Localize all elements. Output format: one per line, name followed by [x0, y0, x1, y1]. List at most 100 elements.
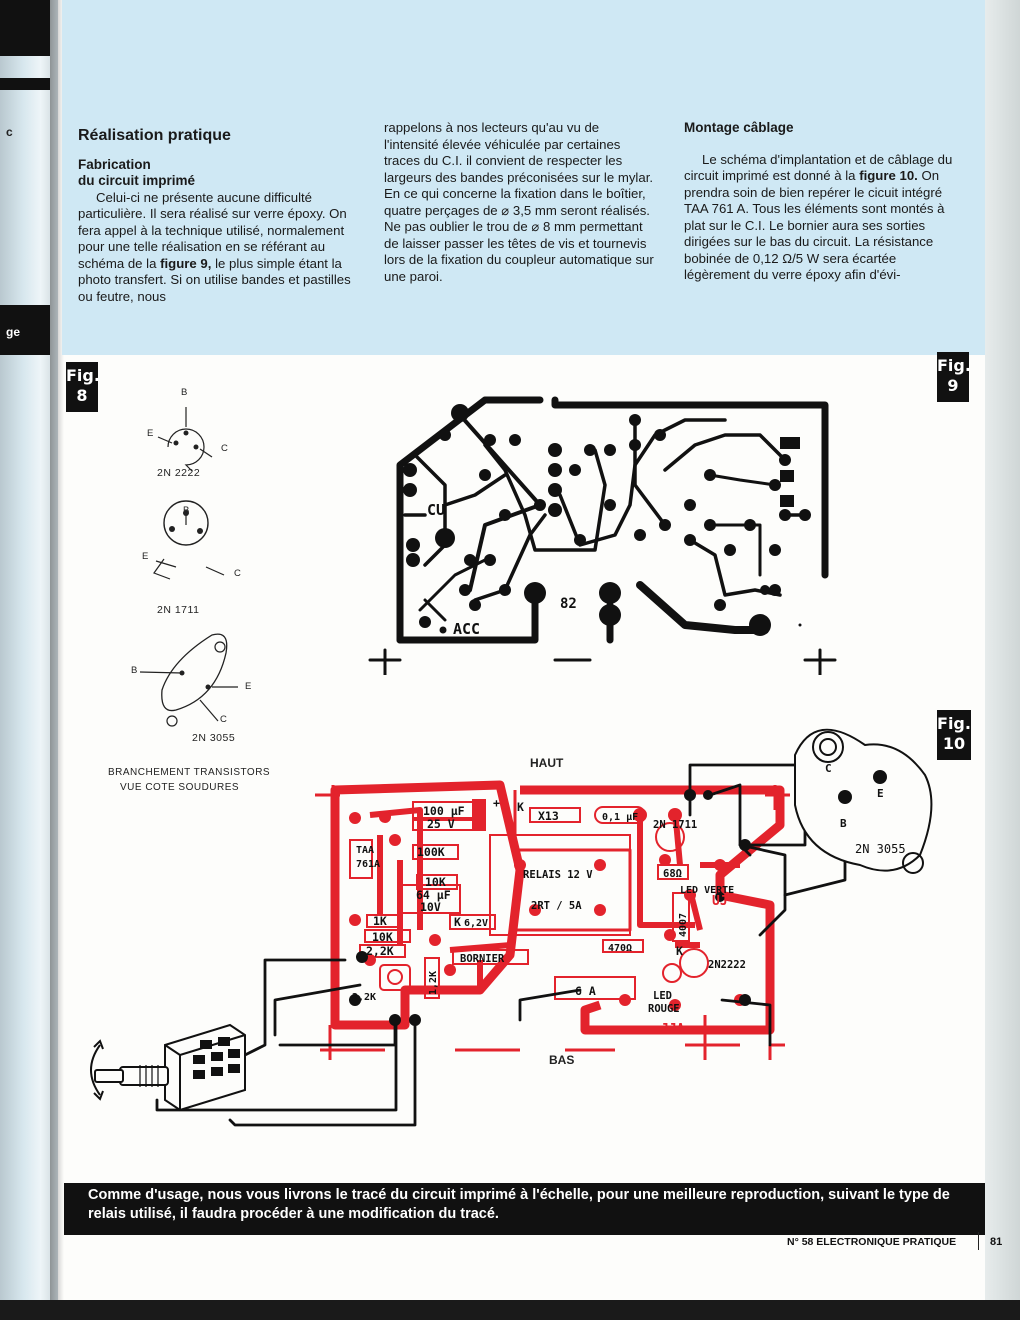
label-r68: 68Ω	[663, 868, 682, 880]
fig9-pcb-artwork: CU ACC 82	[368, 396, 837, 675]
to18-outline	[167, 428, 205, 472]
label-diode-4007: 4007	[678, 913, 689, 937]
body-paragraph: rappelons à nos lecteurs qu'au vu de l'i…	[384, 120, 654, 284]
label-r470: 470Ω	[608, 943, 632, 954]
pin-label: E	[142, 551, 149, 562]
label-relais: RELAIS 12 V	[523, 869, 593, 881]
pin-label: B	[183, 505, 190, 516]
pin-label: E	[147, 428, 154, 439]
label-acc: ACC	[453, 620, 480, 638]
prev-page-strip	[0, 0, 50, 56]
label-2n2222: 2N2222	[708, 959, 746, 971]
fig8-caption: VUE COTE SOUDURES	[120, 782, 240, 793]
label-cap-100uf: 100 µF	[423, 804, 465, 818]
body-text: Le schéma d'implantation et de câblage d…	[684, 151, 953, 184]
label-bornier: BORNIER	[460, 953, 505, 965]
label-x13: X13	[538, 809, 559, 823]
body-text: Celui-ci ne présente aucune difficulté p…	[78, 189, 347, 271]
label-led-rouge-2: ROUGE	[648, 1003, 680, 1015]
label-r100k: 100K	[417, 845, 445, 859]
pin-label: C	[220, 714, 227, 725]
fig10-component-layout: 100 µF 25 V + K X13 0,1 µF 2N 1711 TAA 7…	[90, 728, 933, 1127]
body-text: le plus simple étant la photo transfert.…	[78, 255, 351, 304]
label-zener-62v: 6,2V	[464, 918, 488, 929]
label-relais-2: 2RT / 5A	[531, 900, 582, 912]
article-text-area	[62, 0, 992, 355]
label-k1: K	[517, 800, 524, 814]
pin-label: B	[181, 387, 188, 398]
label-r12k: 1,2K	[428, 971, 439, 995]
label-fuse: 6 A	[575, 984, 596, 998]
binding-shadow	[50, 0, 64, 1300]
label-taa-code: 761A	[356, 859, 380, 870]
label-cap-25v: 25 V	[427, 817, 455, 831]
label-k3: K	[676, 944, 683, 958]
fig8-badge: Fig.8	[66, 362, 100, 412]
label-r10k-b: 10K	[372, 930, 393, 944]
figure-reference: figure 9,	[160, 255, 212, 271]
footer-separator	[978, 1232, 979, 1250]
body-paragraph: Le schéma d'implantation et de câblage d…	[684, 152, 960, 284]
pin-label: E	[245, 681, 252, 692]
label-r22k-a: 2,2K	[366, 944, 394, 958]
badge-number: 8	[76, 386, 88, 405]
label-2n1711: 2N 1711	[653, 819, 697, 831]
badge-word: Fig.	[937, 356, 971, 375]
label-cap-10v: 10V	[420, 900, 441, 914]
badge-number: 10	[942, 734, 966, 753]
caption-bar	[64, 1183, 985, 1235]
body-text: On prendra soin de bien repérer le cicui…	[684, 168, 945, 282]
label-k2: K	[454, 915, 461, 929]
label-haut: HAUT	[530, 756, 564, 770]
label-r10k-a: 10K	[425, 875, 446, 889]
label-pin-e: E	[877, 787, 884, 800]
page-binding	[0, 0, 58, 1300]
label-r1k: 1K	[373, 914, 387, 928]
pin-label: C	[234, 568, 241, 579]
prev-page-strip	[0, 305, 50, 355]
label-pin-c: C	[825, 762, 832, 775]
section-heading: Réalisation pratique	[78, 127, 231, 144]
label-cu: CU	[427, 501, 445, 519]
label-82: 82	[560, 596, 577, 612]
label-r22k-b: 2,2K	[352, 992, 376, 1003]
pin-label: C	[221, 443, 228, 454]
subheading-line1: Fabrication	[78, 156, 151, 172]
label-cap-64uf: 64 µF	[416, 888, 451, 902]
transistor-name: 2N 1711	[157, 604, 200, 616]
figure-reference: figure 10.	[859, 168, 918, 183]
figure-caption: Comme d'usage, nous vous livrons le trac…	[88, 1187, 950, 1222]
label-led-rouge-1: LED	[653, 990, 672, 1002]
fig8-pinout-drawings	[139, 407, 238, 727]
prev-page-fragment: ge	[6, 325, 21, 339]
fig10-badge: Fig.10	[937, 710, 971, 760]
footer-magazine: N° 58 ELECTRONIQUE PRATIQUE	[787, 1236, 957, 1248]
footer-page-number: 81	[990, 1236, 1003, 1248]
article-column-1: Réalisation pratique Fabrication du circ…	[78, 120, 353, 305]
article-column-2: rappelons à nos lecteurs qu'au vu de l'i…	[384, 120, 654, 285]
prev-page-strip	[0, 78, 50, 90]
label-taa: TAA	[356, 845, 374, 856]
transistor-name: 2N 2222	[157, 467, 201, 479]
fig9-badge: Fig.9	[937, 352, 971, 402]
label-plus: +	[493, 796, 500, 810]
badge-number: 9	[947, 376, 959, 395]
label-bas: BAS	[549, 1053, 575, 1067]
label-uj: UJ	[712, 894, 728, 909]
label-jja: JJA	[661, 1022, 685, 1037]
badge-word: Fig.	[66, 366, 100, 385]
article-column-3: Montage câblage Le schéma d'implantation…	[684, 120, 960, 284]
fig8-caption: BRANCHEMENT TRANSISTORS	[108, 767, 271, 778]
label-2n3055: 2N 3055	[855, 842, 906, 856]
subheading-line2: du circuit imprimé	[78, 173, 196, 188]
section-heading: Montage câblage	[684, 120, 794, 135]
label-cap-01uf: 0,1 µF	[602, 812, 638, 823]
page-edge	[985, 0, 1020, 1300]
prev-page-fragment: c	[6, 125, 13, 139]
label-led-verte: LED VERTE	[680, 885, 734, 896]
badge-word: Fig.	[937, 714, 971, 733]
pin-label: B	[131, 665, 138, 676]
transistor-name: 2N 3055	[192, 732, 236, 744]
body-paragraph: Celui-ci ne présente aucune difficulté p…	[78, 190, 353, 306]
